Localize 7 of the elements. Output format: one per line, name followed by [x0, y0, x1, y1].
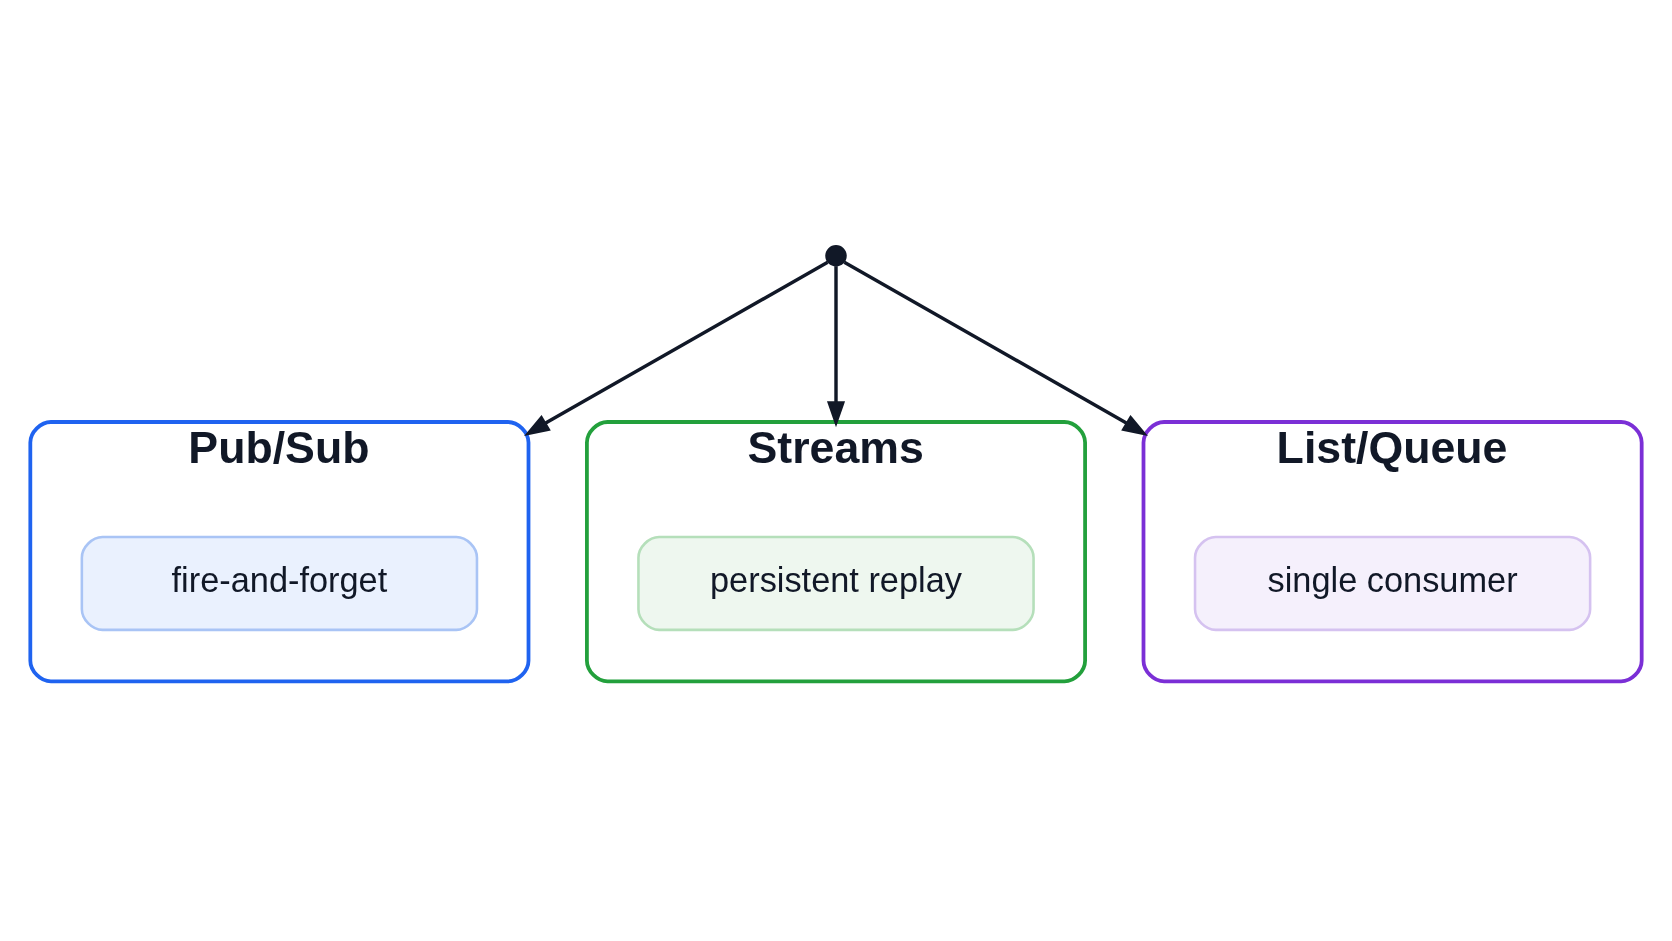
node-circle: [825, 245, 847, 267]
node-box: persistent replay: [637, 535, 1035, 632]
arrow: [826, 266, 846, 428]
node-box: fire-and-forget: [80, 535, 479, 632]
node-box: single consumer: [1193, 535, 1592, 632]
arrow: [843, 260, 1148, 436]
arrow: [524, 260, 829, 436]
